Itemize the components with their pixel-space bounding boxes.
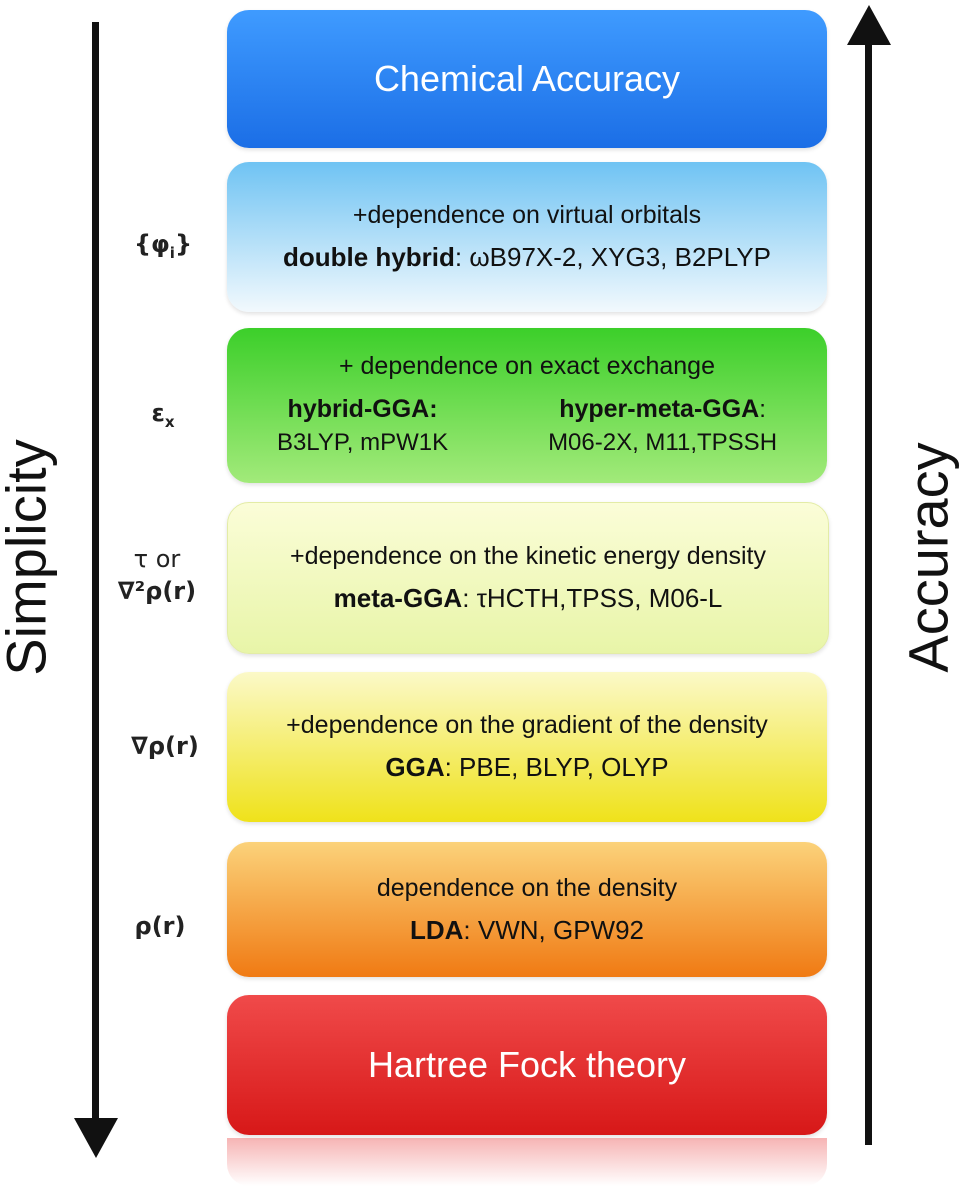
rung-lda-name: LDA [409, 914, 464, 945]
rung-lda: dependence on the density LDA: VWN, GPW9… [227, 842, 827, 977]
rung-lda-desc: dependence on the density [376, 873, 678, 902]
rung-meta-gga: +dependence on the kinetic energy densit… [227, 502, 829, 654]
rung-gga-desc: +dependence on the gradient of the densi… [286, 711, 768, 739]
rung-meta-gga-examples: meta-GGA: τHCTH,TPSS, M06-L [333, 583, 723, 613]
side-label-orbitals: {φi} [133, 230, 193, 262]
rung-hartree-fock: Hartree Fock theory [227, 995, 827, 1135]
side-label-density: ρ(r) [134, 912, 186, 940]
side-label-gradient: ∇ρ(r) [131, 732, 199, 760]
rung-hartree-fock-title: Hartree Fock theory [367, 1044, 687, 1085]
rung-meta-gga-name: meta-GGA [333, 583, 463, 613]
rung-hyper-meta-gga-col: hyper-meta-GGA: M06-2X, M11,TPSSH [548, 394, 778, 456]
rung-chemical-accuracy-title: Chemical Accuracy [373, 58, 681, 99]
rung-hybrid-desc: + dependence on exact exchange [338, 351, 715, 380]
rung-double-hybrid-name: double hybrid [283, 242, 455, 272]
rung-lda-examples: LDA: VWN, GPW92 [409, 914, 644, 945]
rung-gga-examples: GGA: PBE, BLYP, OLYP [385, 752, 669, 782]
rung-hybrid: + dependence on exact exchange hybrid-GG… [227, 328, 827, 483]
side-label-kinetic: τ or ∇²ρ(r) [117, 545, 197, 606]
rung-double-hybrid: +dependence on virtual orbitals double h… [227, 162, 827, 312]
rung-double-hybrid-examples: double hybrid: ωB97X-2, XYG3, B2PLYP [283, 242, 771, 272]
rung-gga: +dependence on the gradient of the densi… [227, 672, 827, 822]
side-label-exchange: εx [151, 399, 175, 431]
simplicity-arrow-head [74, 1118, 118, 1158]
simplicity-label: Simplicity [0, 439, 58, 676]
rung-hybrid-gga-col: hybrid-GGA: B3LYP, mPW1K [276, 394, 449, 456]
rung-double-hybrid-desc: +dependence on virtual orbitals [352, 201, 702, 229]
rung-chemical-accuracy: Chemical Accuracy [227, 10, 827, 148]
accuracy-axis-line [865, 40, 872, 1145]
hartree-fock-reflection [227, 1138, 827, 1186]
accuracy-label: Accuracy [896, 442, 960, 673]
simplicity-axis-line [92, 22, 99, 1134]
rung-gga-name: GGA [385, 752, 445, 782]
rung-meta-gga-desc: +dependence on the kinetic energy densit… [289, 542, 767, 570]
accuracy-arrow-head [847, 5, 891, 45]
